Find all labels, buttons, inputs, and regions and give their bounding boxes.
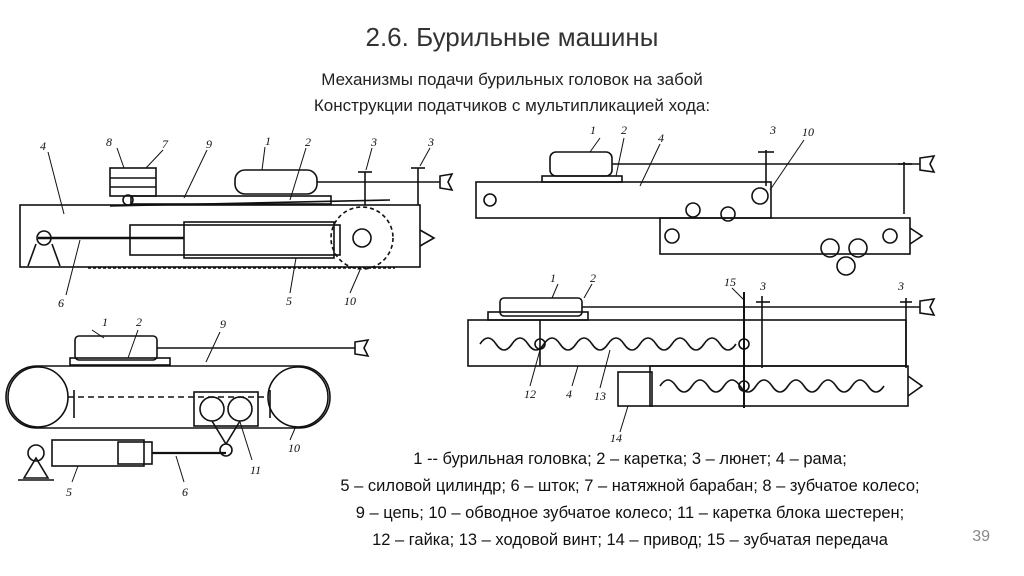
label-a-4: 4	[40, 139, 46, 153]
drill-bit-a	[439, 172, 454, 192]
label-a-2: 2	[305, 135, 311, 149]
drill-bit-b	[354, 338, 370, 358]
idler-c	[751, 187, 769, 205]
gear-8-a	[122, 194, 134, 206]
label-a-7: 7	[162, 137, 169, 151]
label-b-9: 9	[220, 317, 226, 331]
label-a-9: 9	[206, 137, 212, 151]
drawing-d	[467, 283, 936, 433]
label-d-15: 15	[724, 275, 736, 289]
drawing-b	[5, 329, 370, 483]
pivot-a	[36, 230, 52, 246]
power-cylinder-a	[129, 224, 341, 256]
tip-d	[907, 375, 924, 397]
legend: 1 -- бурильная головка; 2 – каретка; 3 –…	[230, 446, 1024, 554]
drive-d	[617, 371, 653, 407]
lead-screw-upper	[479, 337, 737, 351]
drawing-c	[475, 137, 936, 276]
label-a-6: 6	[58, 296, 64, 310]
drilling-head-c	[549, 151, 613, 177]
slide-subtitle-1: Механизмы подачи бурильных головок на за…	[321, 70, 703, 89]
frame-c-upper	[475, 181, 772, 219]
label-b-10: 10	[288, 441, 300, 455]
idler-gear-a	[330, 206, 394, 270]
legend-line-3: 9 – цепь; 10 – обводное зубчатое колесо;…	[355, 504, 905, 522]
label-b-11: 11	[250, 463, 261, 477]
label-b-1: 1	[102, 315, 108, 329]
pivot-b	[27, 444, 45, 462]
legend-line-4: 12 – гайка; 13 – ходовой винт; 14 – прив…	[372, 531, 888, 549]
tension-drum-a	[109, 167, 157, 197]
carriage-a	[130, 195, 332, 205]
frame-d-lower	[649, 365, 909, 407]
legend-line-1: 1 -- бурильная головка; 2 – каретка; 3 –…	[413, 450, 847, 468]
drill-bit-d	[919, 297, 936, 317]
power-cylinder-b	[51, 439, 145, 467]
drum-left-b	[7, 366, 69, 428]
lead-screw-lower	[659, 379, 885, 393]
label-c-4: 4	[658, 131, 664, 145]
drilling-head-b	[74, 335, 158, 361]
label-a-3a: 3	[370, 135, 377, 149]
cylinder-body-a	[183, 221, 335, 259]
gear-block-b	[193, 391, 259, 427]
label-a-1: 1	[265, 134, 271, 148]
frame-c-lower	[659, 217, 911, 255]
drill-bit-c	[919, 154, 936, 174]
label-d-3a: 3	[759, 279, 766, 293]
legend-line-2: 5 – силовой цилиндр; 6 – шток; 7 – натяж…	[340, 477, 920, 495]
label-d-14: 14	[610, 431, 622, 445]
drilling-head-d	[499, 297, 583, 317]
tip-c	[909, 227, 924, 245]
label-a-3b: 3	[427, 135, 434, 149]
label-c-3: 3	[769, 123, 776, 137]
chain-loop-b	[5, 365, 331, 429]
labels-c: 1 2 4 3 10	[590, 123, 814, 145]
label-d-12: 12	[524, 387, 536, 401]
frame-a	[19, 204, 421, 268]
label-d-4: 4	[566, 387, 572, 401]
label-d-13: 13	[594, 389, 606, 403]
label-a-10: 10	[344, 294, 356, 308]
label-d-2: 2	[590, 271, 596, 285]
labels-d: 1 2 15 3 3 12 4 13 14	[524, 271, 904, 445]
gear-11a	[199, 396, 225, 422]
drilling-head-a	[234, 169, 318, 195]
label-d-1: 1	[550, 271, 556, 285]
label-a-8: 8	[106, 135, 112, 149]
label-b-5: 5	[66, 485, 72, 499]
label-c-10: 10	[802, 125, 814, 139]
labels-a: 4 8 7 9 1 2 3 3 6 5 10	[40, 134, 434, 310]
page-number: 39	[972, 528, 990, 545]
chain-top-a	[109, 199, 391, 207]
label-b-6: 6	[182, 485, 188, 499]
label-d-3b: 3	[897, 279, 904, 293]
tip-a	[419, 229, 436, 247]
label-a-5: 5	[286, 294, 292, 308]
label-c-2: 2	[621, 123, 627, 137]
drum-right-b	[267, 366, 329, 428]
carriage-b	[69, 357, 171, 366]
labels-b: 1 2 9 5 6 11 10	[66, 315, 300, 499]
gear-11b	[227, 396, 253, 422]
label-c-1: 1	[590, 123, 596, 137]
drawing-a	[19, 146, 454, 296]
idler-hub-a	[352, 228, 372, 248]
slide-title: 2.6. Бурильные машины	[365, 22, 659, 52]
slide-subtitle-2: Конструкции податчиков с мультипликацией…	[313, 96, 711, 115]
label-b-2: 2	[136, 315, 142, 329]
